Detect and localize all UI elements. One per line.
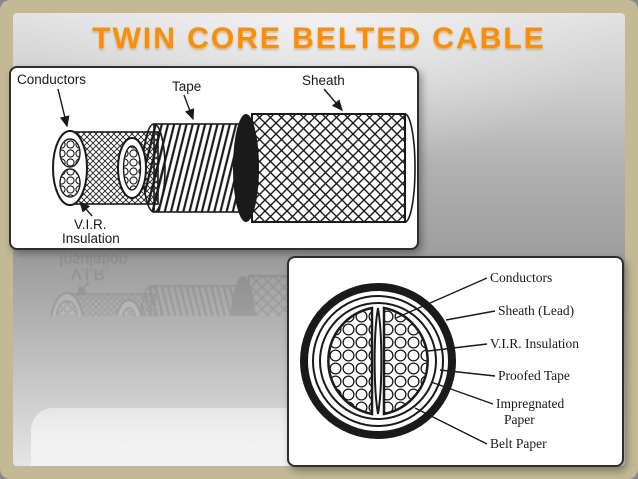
- label-xs-proofed-tape: Proofed Tape: [498, 368, 570, 383]
- sheath-leader-line: [323, 88, 343, 112]
- label-conductors: Conductors: [17, 72, 86, 87]
- xs-impregnated-leader: [430, 381, 494, 405]
- left-conductor-bundle: [327, 306, 374, 416]
- tape-leader-line: [183, 94, 195, 121]
- label-xs-impregnated-line1: Impregnated: [496, 396, 564, 411]
- end-conductor-top: [59, 138, 81, 168]
- second-core-strands: [122, 145, 142, 191]
- right-conductor-bundle: [382, 306, 429, 416]
- slide-title: TWIN CORE BELTED CABLE: [92, 22, 546, 55]
- xs-vir-leader: [427, 343, 488, 352]
- label-xs-sheath-lead: Sheath (Lead): [498, 303, 574, 318]
- center-filler: [373, 307, 383, 415]
- label-xs-belt-paper: Belt Paper: [490, 436, 547, 451]
- conductors-leader-line: [57, 88, 70, 128]
- sheath-right-cap: [404, 113, 416, 223]
- cross-section-svg: Conductors Sheath (Lead) V.I.R. Insulati…: [300, 270, 579, 451]
- label-xs-impregnated-line2: Paper: [504, 412, 535, 427]
- label-xs-vir-insulation: V.I.R. Insulation: [490, 336, 579, 351]
- label-vir-line2: Insulation: [62, 231, 120, 246]
- cross-section-diagram-box: Conductors Sheath (Lead) V.I.R. Insulati…: [287, 256, 624, 467]
- label-xs-conductors: Conductors: [490, 270, 552, 285]
- label-vir-line1: V.I.R.: [74, 217, 107, 232]
- xs-conductors-leader: [395, 277, 488, 319]
- xs-proofed-tape-leader: [439, 369, 496, 377]
- label-tape: Tape: [172, 79, 201, 94]
- sheath-section: [251, 113, 406, 223]
- longitudinal-diagram-box: Conductors Tape Sheath V.I.R. Insulation: [9, 66, 419, 250]
- vir-leader-line: [79, 200, 93, 217]
- xs-sheath-leader: [445, 310, 496, 321]
- end-conductor-bottom: [59, 168, 81, 198]
- label-sheath: Sheath: [302, 73, 345, 88]
- xs-belt-paper-leader: [414, 407, 488, 445]
- longitudinal-svg: Conductors Tape Sheath V.I.R. Insulation: [17, 72, 416, 246]
